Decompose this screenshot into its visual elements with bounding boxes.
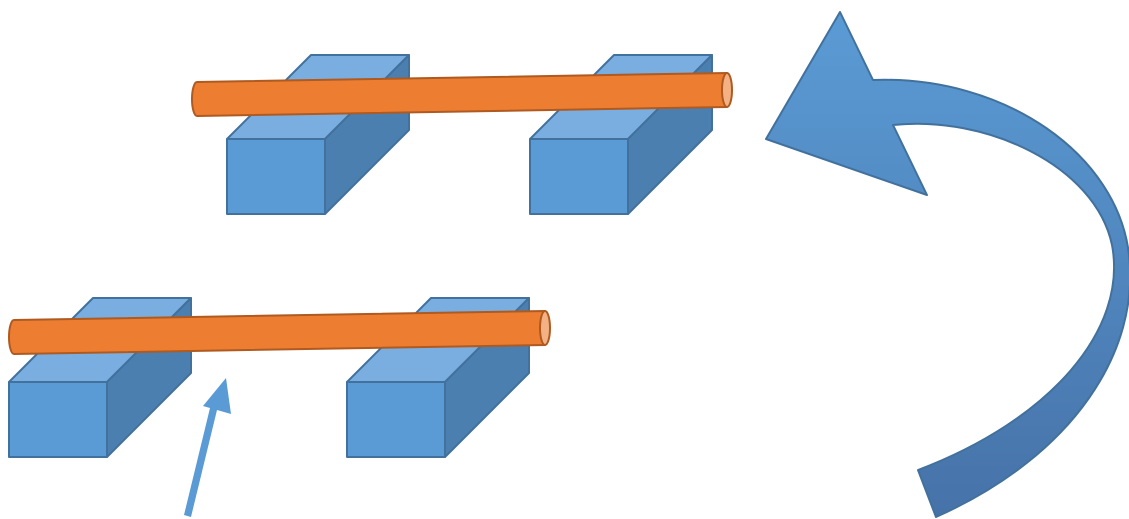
- lower-assembly: [8, 297, 551, 458]
- curved-arrow: [765, 11, 1129, 518]
- lower-rod: [8, 310, 551, 355]
- straight-arrow: [184, 378, 231, 517]
- upper-assembly: [191, 54, 733, 215]
- upper-rod: [191, 72, 733, 117]
